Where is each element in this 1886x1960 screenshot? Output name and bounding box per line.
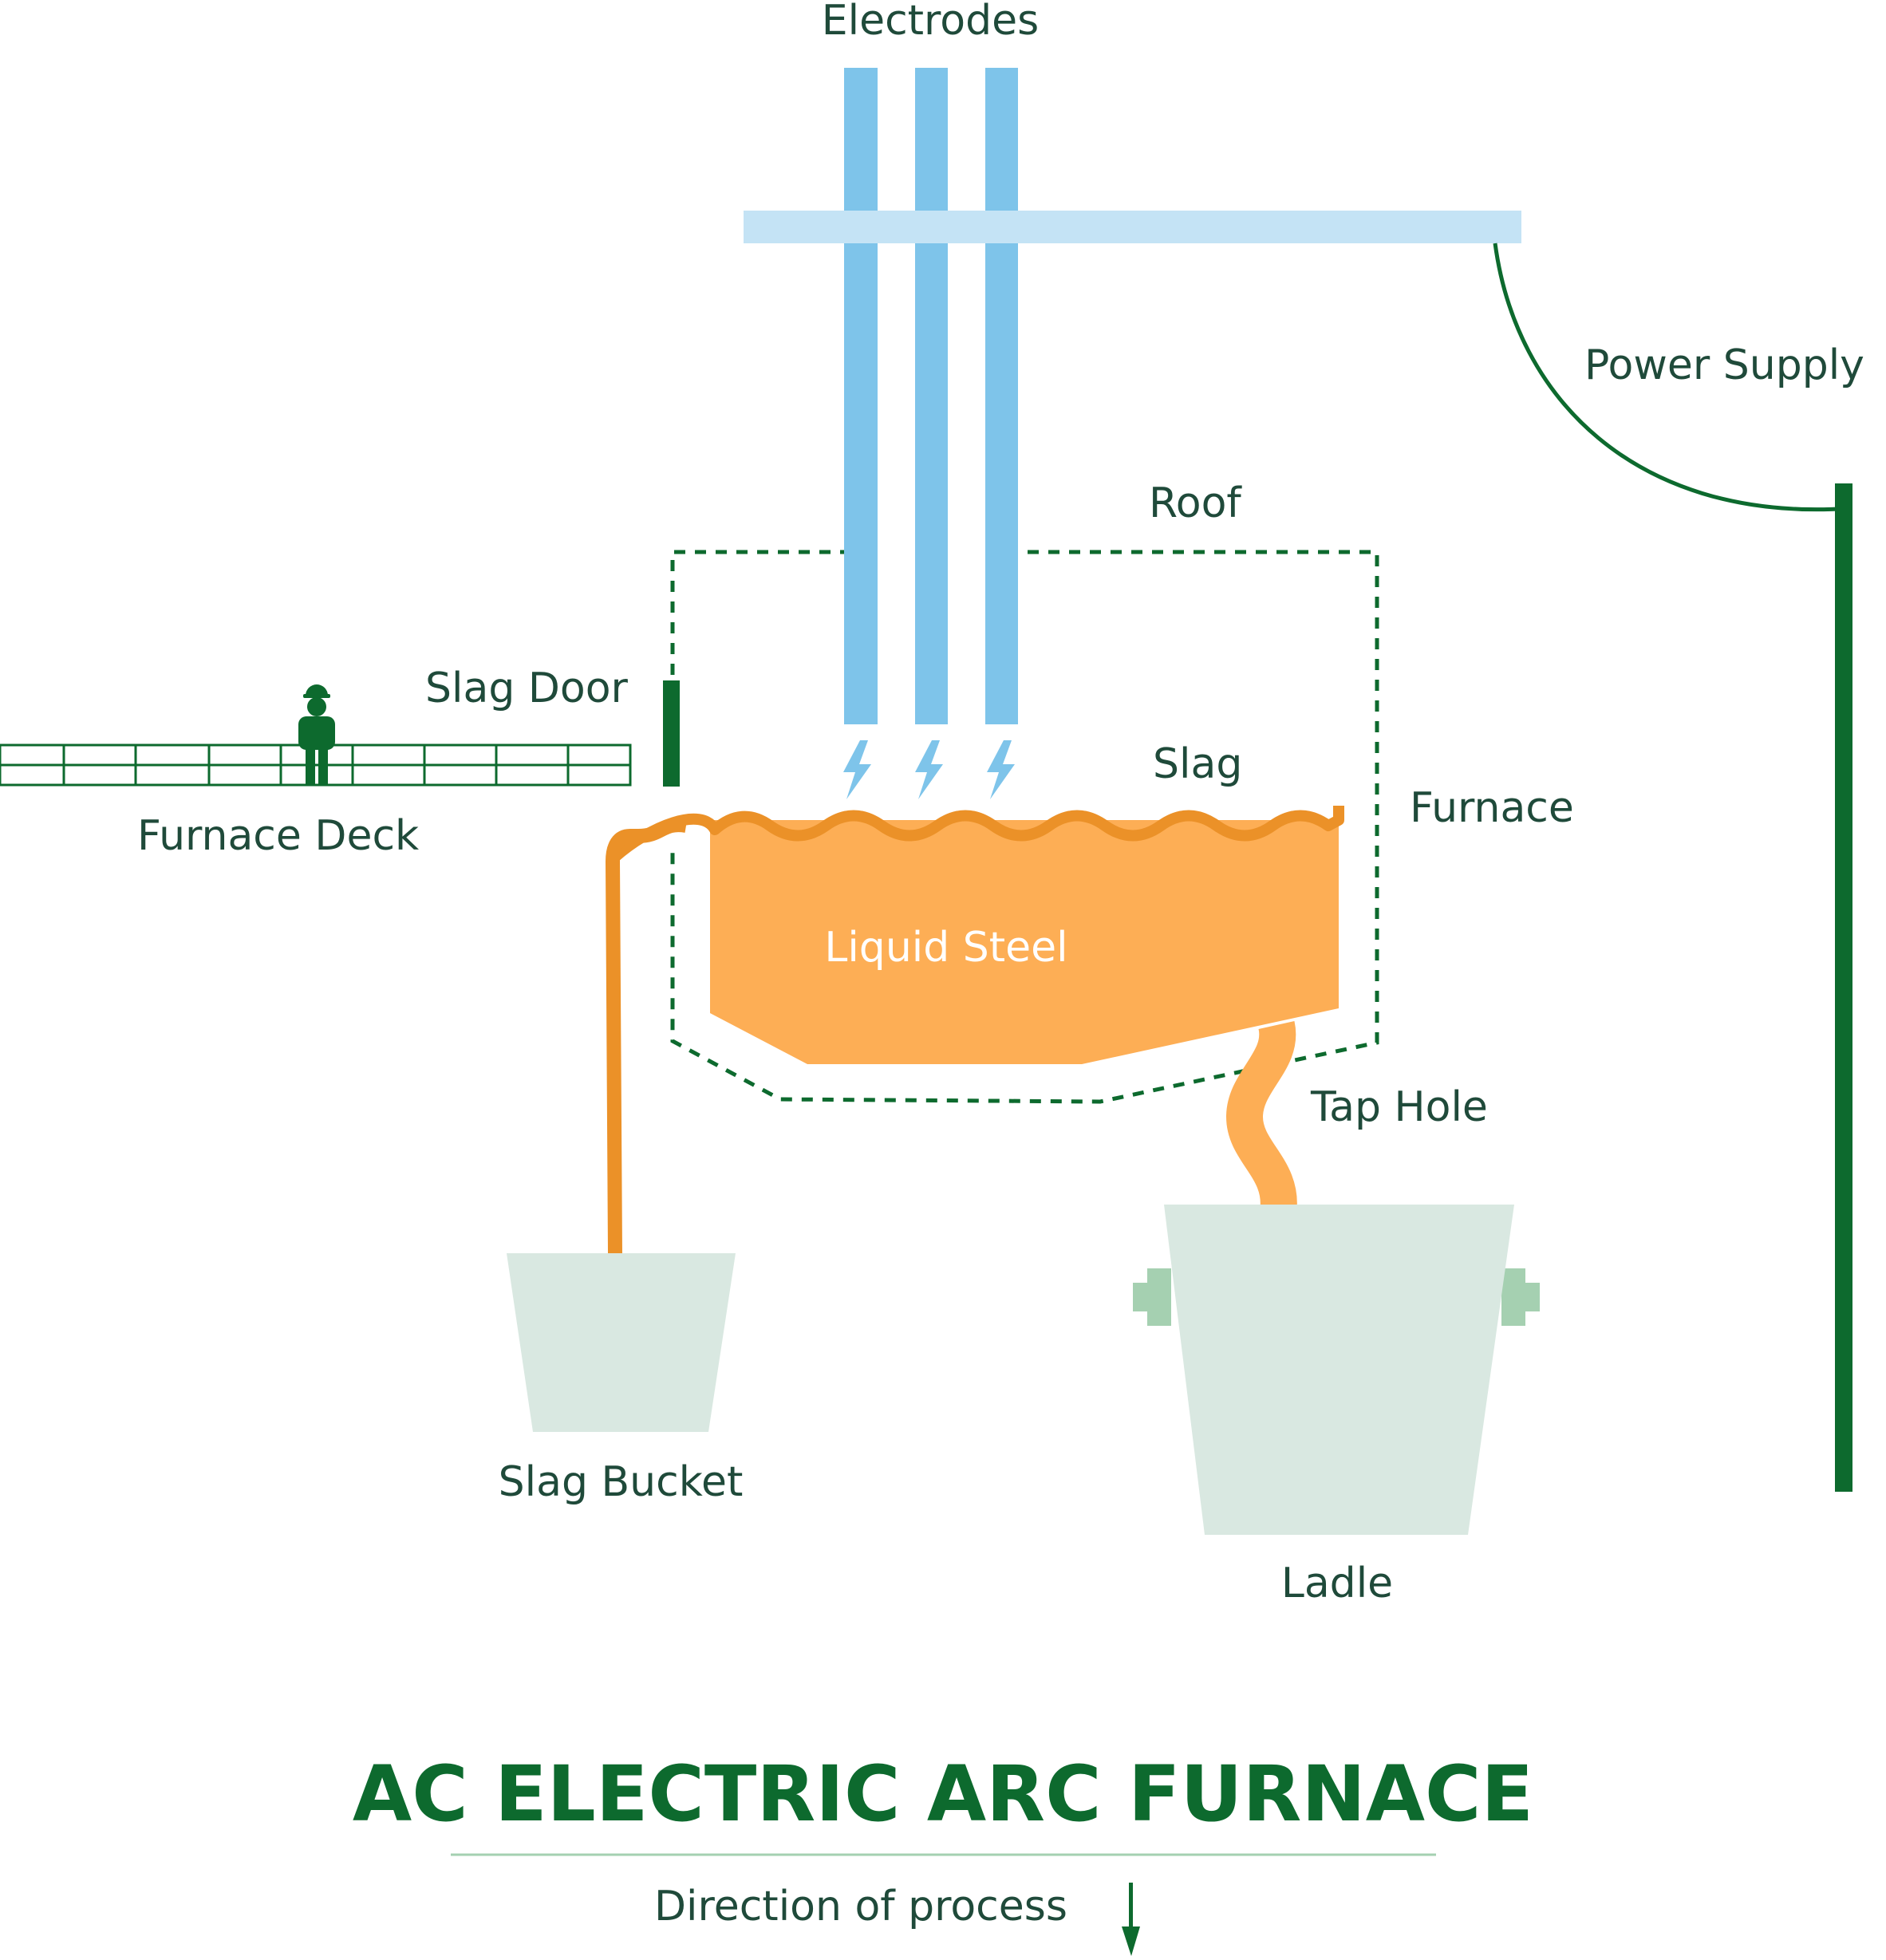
- tap-hole-label: Tap Hole: [1310, 1083, 1488, 1131]
- electrodes-label: Electrodes: [822, 0, 1039, 45]
- electrode-2: [915, 68, 948, 724]
- ladle-handles: [1133, 1268, 1540, 1326]
- slag-bucket: [507, 1253, 736, 1432]
- diagram-title: AC ELECTRIC ARC FURNACE: [353, 1749, 1533, 1839]
- slag-door-label: Slag Door: [425, 665, 629, 712]
- slag-label: Slag: [1153, 740, 1242, 788]
- direction-of-process-label: Direction of process: [654, 1883, 1067, 1930]
- slag-pour-stream: [605, 818, 688, 1254]
- electrodes: [844, 68, 1018, 724]
- electrode-arm: [744, 211, 1521, 243]
- slag-bucket-label: Slag Bucket: [499, 1458, 744, 1506]
- furnace-label: Furnace: [1410, 784, 1574, 832]
- power-supply-mast: [1835, 483, 1852, 1492]
- liquid-steel-label: Liquid Steel: [824, 924, 1067, 972]
- worker-icon: [298, 684, 335, 785]
- slag-door: [663, 680, 680, 787]
- ladle: [1164, 1205, 1514, 1535]
- furnace-deck-label: Furnace Deck: [137, 812, 419, 860]
- ladle-label: Ladle: [1281, 1560, 1393, 1607]
- liquid-steel: [710, 820, 1339, 1064]
- slag-layer: [609, 806, 1344, 863]
- lightning-icon: [843, 740, 1015, 799]
- electrode-1: [844, 68, 878, 724]
- down-arrow-icon: [1122, 1883, 1140, 1956]
- power-supply-label: Power Supply: [1584, 341, 1864, 389]
- power-supply-cable: [1493, 243, 1840, 512]
- electrode-3: [985, 68, 1018, 724]
- roof-label: Roof: [1149, 479, 1242, 527]
- tap-stream: [1225, 1021, 1297, 1216]
- furnace-outline: [670, 550, 1379, 1104]
